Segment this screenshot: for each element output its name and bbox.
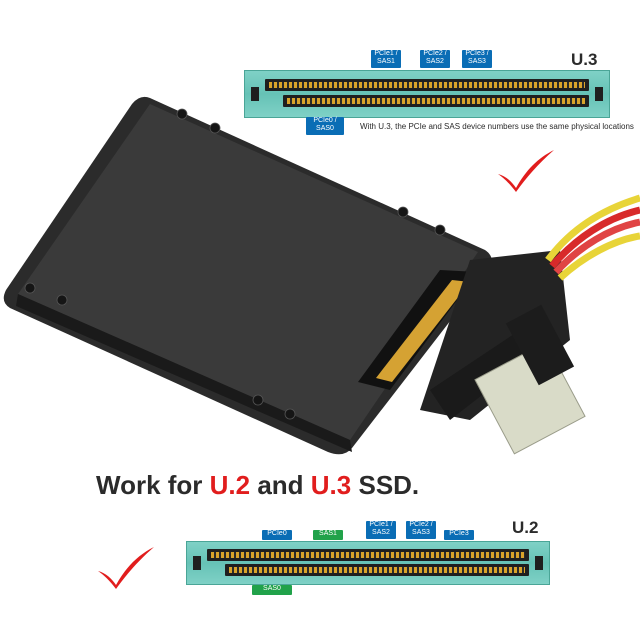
- headline-u3: U.3: [310, 470, 352, 500]
- u2-label-pcie1-sas2: PCIe1 / SAS2: [366, 521, 396, 539]
- headline-u2: U.2: [209, 470, 251, 500]
- u2-label-sas0: SAS0: [252, 585, 292, 595]
- u3-connector: [244, 70, 610, 118]
- u2-upper-pins: [211, 552, 525, 558]
- u3-label-pcie0-sas0: PCIe0 / SAS0: [306, 117, 344, 135]
- u3-label-pcie2-sas2: PCIe2 / SAS2: [420, 50, 450, 68]
- u3-label-pcie1-sas1: PCIe1 / SAS1: [371, 50, 401, 68]
- u3-title: U.3: [571, 50, 598, 69]
- headline: Work for U.2 and U.3 SSD.: [96, 470, 419, 501]
- u2-title: U.2: [512, 518, 539, 537]
- headline-middle: and: [250, 470, 311, 500]
- u3-left-key: [251, 87, 259, 101]
- u3-lower-pins: [287, 98, 585, 104]
- u2-label-sas1: SAS1: [313, 530, 343, 540]
- u2-connector: [186, 541, 550, 585]
- u3-right-key: [595, 87, 603, 101]
- u2-label-pcie0: PCIe0: [262, 530, 292, 540]
- u2-check-icon: [98, 547, 154, 589]
- headline-suffix: SSD.: [351, 470, 420, 500]
- u2-label-pcie2-sas3: PCIe2 / SAS3: [406, 521, 436, 539]
- u2-label-pcie3: PCIe3: [444, 530, 474, 540]
- u3-note: With U.3, the PCIe and SAS device number…: [360, 122, 634, 131]
- u2-left-key: [193, 556, 201, 570]
- headline-prefix: Work for: [96, 470, 210, 500]
- u2-lower-pins: [229, 567, 525, 573]
- u3-check-icon: [498, 150, 554, 192]
- u3-label-pcie3-sas3: PCIe3 / SAS3: [462, 50, 492, 68]
- ssd-with-adapter-illustration: [3, 96, 640, 455]
- u2-right-key: [535, 556, 543, 570]
- u3-upper-pins: [269, 82, 585, 88]
